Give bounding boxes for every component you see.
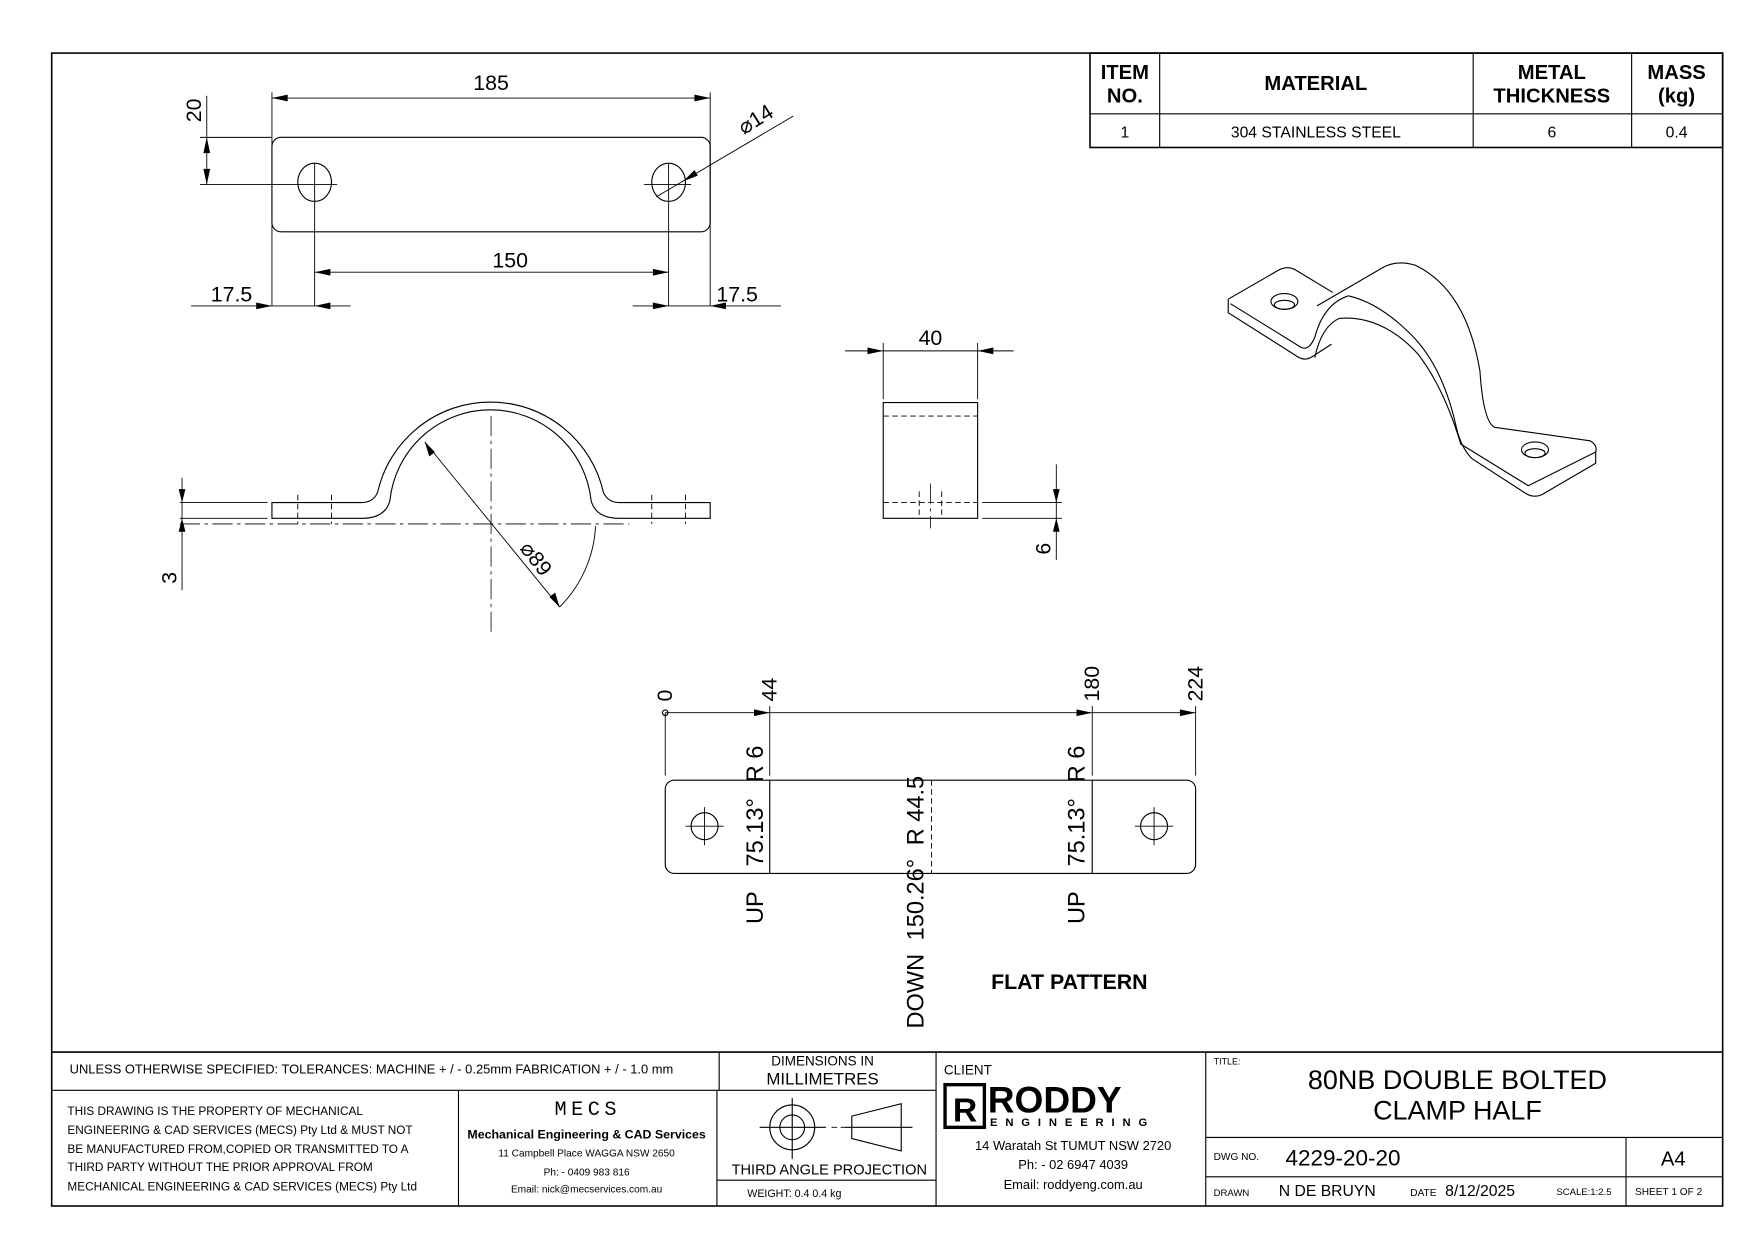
dim-hole-spacing: 150	[492, 249, 528, 273]
sheet-border	[50, 52, 1724, 1207]
mecs-block: MECS Mechanical Engineering & CAD Servic…	[467, 1099, 705, 1196]
ordinate-224: 224	[1183, 666, 1207, 702]
svg-text:Ph: - 0409 983 816: Ph: - 0409 983 816	[544, 1168, 630, 1179]
tolerances-note: UNLESS OTHERWISE SPECIFIED: TOLERANCES: …	[70, 1061, 674, 1076]
svg-text:RODDY: RODDY	[988, 1079, 1122, 1121]
bend-note-3: UP75.13°R 6	[1063, 746, 1089, 924]
dim-side-thickness: 3	[157, 572, 181, 584]
dim-end-width: 40	[919, 326, 943, 350]
bom-table: ITEM NO. MATERIAL METAL THICKNESS MASS (…	[1089, 52, 1724, 149]
drawing-title: 80NB DOUBLE BOLTED	[1308, 1065, 1607, 1095]
dim-edge-to-hole: 20	[182, 98, 206, 122]
side-view: 3 ⌀89	[157, 401, 711, 636]
ordinate-44: 44	[757, 678, 781, 702]
svg-text:Mechanical Engineering & CAD S: Mechanical Engineering & CAD Services	[467, 1128, 705, 1142]
svg-text:THIRD PARTY WITHOUT THE PRIOR: THIRD PARTY WITHOUT THE PRIOR APPROVAL F…	[67, 1161, 372, 1174]
sheet-number: SHEET 1 OF 2	[1635, 1187, 1703, 1198]
isometric-view	[1227, 262, 1597, 497]
svg-text:11 Campbell Place WAGGA NSW 26: 11 Campbell Place WAGGA NSW 2650	[498, 1149, 675, 1160]
flat-pattern-view: 0 44 180 224 UP75.13°R 6 DOWN150.26°R 44…	[653, 666, 1207, 1029]
scale: SCALE:1:2.5	[1556, 1187, 1611, 1198]
dim-end-thickness: 6	[1032, 543, 1056, 555]
bom-header-item: ITEM	[1101, 62, 1149, 84]
third-angle-projection-icon	[759, 1098, 913, 1159]
title-label: TITLE:	[1214, 1056, 1241, 1066]
dim-left-offset: 17.5	[211, 282, 253, 306]
roddy-logo: R RODDY ENGINEERING	[943, 1079, 1155, 1130]
mecs-logo: MECS	[554, 1099, 621, 1122]
date-label: DATE	[1410, 1188, 1436, 1199]
units-note: DIMENSIONS IN	[771, 1054, 874, 1069]
client-label: CLIENT	[944, 1063, 992, 1078]
ordinate-180: 180	[1080, 666, 1104, 702]
bom-header-thickness: METAL	[1518, 62, 1586, 84]
dwg-no: 4229-20-20	[1286, 1146, 1401, 1171]
svg-text:THIS DRAWING IS THE PROPERTY O: THIS DRAWING IS THE PROPERTY OF MECHANIC…	[67, 1105, 363, 1118]
dim-overall-length: 185	[473, 71, 509, 95]
bom-item: 1	[1120, 124, 1129, 141]
bom-row: 1 304 STAINLESS STEEL 6 0.4	[1120, 124, 1687, 141]
dim-bend-diameter: ⌀89	[515, 537, 556, 581]
drawn-by: N DE BRUYN	[1279, 1183, 1376, 1200]
drawing-title: CLAMP HALF	[1373, 1095, 1542, 1125]
bom-header-item: NO.	[1107, 86, 1143, 108]
bom-header-mass: (kg)	[1658, 86, 1695, 108]
bend-note-2: DOWN150.26°R 44.5	[903, 776, 929, 1029]
title-block: UNLESS OTHERWISE SPECIFIED: TOLERANCES: …	[51, 1051, 1723, 1207]
units-note: MILLIMETRES	[766, 1070, 878, 1089]
flat-pattern-label: FLAT PATTERN	[991, 970, 1147, 994]
drawn-label: DRAWN	[1214, 1188, 1250, 1199]
date: 8/12/2025	[1445, 1183, 1515, 1200]
dim-right-offset: 17.5	[716, 282, 758, 306]
property-notice: THIS DRAWING IS THE PROPERTY OF MECHANIC…	[67, 1105, 417, 1193]
dwg-no-label: DWG NO.	[1214, 1152, 1260, 1163]
svg-text:ENGINEERING & CAD SERVICES (ME: ENGINEERING & CAD SERVICES (MECS) Pty Lt…	[67, 1124, 412, 1137]
end-view: 40 6	[845, 326, 1062, 560]
bom-material: 304 STAINLESS STEEL	[1231, 124, 1401, 141]
dim-hole-diameter: ⌀14	[734, 100, 778, 140]
top-view: 185 20 ⌀14 150 17.5 17.5	[182, 71, 794, 310]
svg-text:MECHANICAL ENGINEERING & CAD S: MECHANICAL ENGINEERING & CAD SERVICES (M…	[67, 1180, 417, 1193]
client-address: 14 Waratah St TUMUT NSW 2720	[975, 1138, 1171, 1153]
bend-note-1: UP75.13°R 6	[742, 746, 768, 924]
bom-mass: 0.4	[1666, 124, 1688, 141]
svg-text:BE MANUFACTURED FROM,COPIED OR: BE MANUFACTURED FROM,COPIED OR TRANSMITT…	[67, 1143, 408, 1156]
client-email: Email: roddyeng.com.au	[1004, 1177, 1143, 1192]
svg-text:ENGINEERING: ENGINEERING	[990, 1117, 1155, 1129]
sheet-size: A4	[1661, 1149, 1686, 1171]
svg-text:R: R	[953, 1092, 977, 1130]
projection-label: THIRD ANGLE PROJECTION	[732, 1163, 927, 1179]
bom-header-mass: MASS	[1647, 62, 1705, 84]
bom-thickness: 6	[1547, 124, 1556, 141]
svg-text:Email: nick@mecservices.com.au: Email: nick@mecservices.com.au	[511, 1185, 662, 1196]
ordinate-0: 0	[653, 689, 677, 701]
weight: WEIGHT: 0.4 0.4 kg	[747, 1188, 841, 1200]
bom-header-thickness: THICKNESS	[1493, 86, 1610, 108]
client-phone: Ph: - 02 6947 4039	[1018, 1157, 1128, 1172]
bom-header-material: MATERIAL	[1264, 73, 1367, 95]
